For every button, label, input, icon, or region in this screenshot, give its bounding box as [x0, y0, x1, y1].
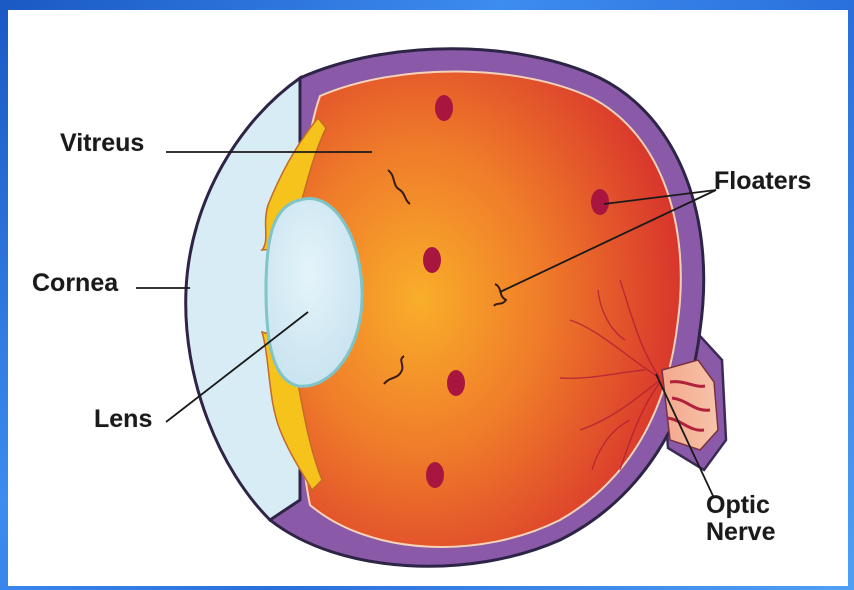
- floaters-label: Floaters: [714, 168, 811, 195]
- optic-nerve-label-line2: Nerve: [706, 519, 776, 546]
- floater-spot: [435, 95, 453, 121]
- optic-nerve-label: Optic Nerve: [706, 492, 776, 546]
- floater-spot: [426, 462, 444, 488]
- vitreus-label: Vitreus: [60, 130, 144, 157]
- floater-spot: [423, 247, 441, 273]
- lens-label: Lens: [94, 406, 152, 433]
- floater-spot: [591, 189, 609, 215]
- optic-nerve-label-line1: Optic: [706, 492, 776, 519]
- floater-spot: [447, 370, 465, 396]
- cornea-label: Cornea: [32, 270, 118, 297]
